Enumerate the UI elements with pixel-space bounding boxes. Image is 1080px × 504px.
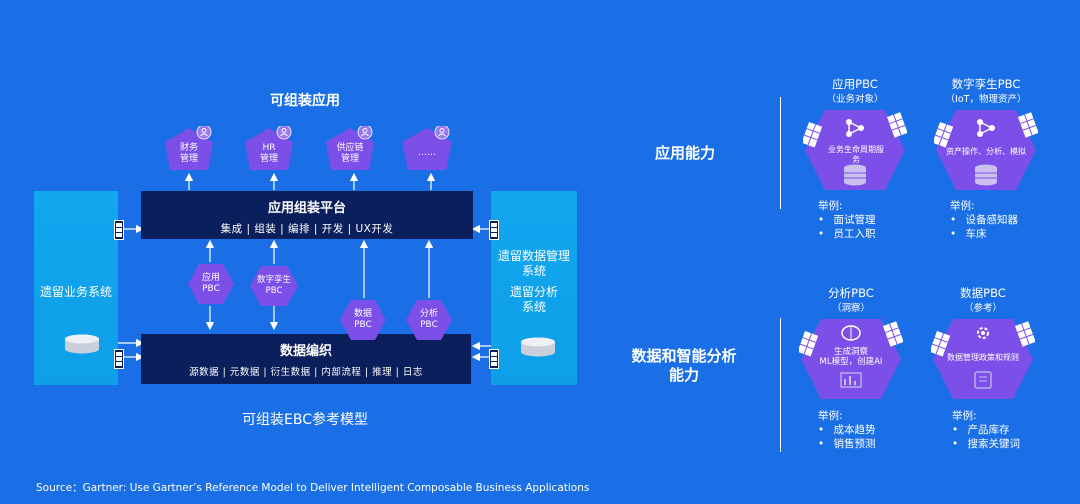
analytics-pbc-hex	[799, 319, 903, 399]
example-item: 产品库存	[952, 423, 1020, 437]
composable-apps-title: 可组装应用	[270, 93, 340, 109]
divider	[780, 318, 781, 452]
database-icon	[521, 337, 555, 357]
analytics-pbc-inner: 生成洞察 ML模型，创建AI	[819, 347, 883, 367]
data-pbc-subtitle: （参考）	[963, 303, 1002, 314]
app-assembly-platform: 应用组装平台 集成 | 组装 | 编排 | 开发 | UX开发	[141, 191, 473, 239]
example-item: 销售预测	[818, 437, 876, 451]
app-pbc-hex	[803, 110, 907, 190]
app-pbc-examples: 举例: 面试管理 员工入职	[818, 199, 876, 241]
data-capability-label: 数据和智能分析 能力	[631, 347, 737, 384]
twin-pbc-title: 数字孪生PBC	[951, 77, 1021, 91]
app-capability-label: 应用能力	[654, 144, 715, 162]
twin-pbc-hex	[934, 110, 1038, 190]
app-pbc-title: 应用PBC	[832, 77, 878, 91]
app-label-supply-chain: 供应链 管理	[336, 143, 364, 164]
example-item: 车床	[950, 227, 1018, 241]
platform-title: 应用组装平台	[267, 201, 346, 216]
hex-data-pbc: 数据 PBC	[339, 299, 387, 341]
platform-items: 集成 | 组装 | 编排 | 开发 | UX开发	[220, 223, 394, 235]
data-fabric-items: 源数据 | 元数据 | 衍生数据 | 内部流程 | 推理 | 日志	[189, 367, 423, 378]
app-label-more: ……	[418, 148, 436, 158]
example-item: 员工入职	[818, 227, 876, 241]
connector-icon	[489, 349, 499, 369]
app-pbc-inner: 业务生命周期服 务	[828, 145, 884, 164]
data-pbc-hex	[931, 319, 1035, 399]
app-pbc-subtitle: （业务对象）	[826, 94, 884, 105]
data-pbc-inner: 数据管理政策和规则	[947, 353, 1019, 362]
model-caption: 可组装EBC参考模型	[242, 412, 368, 428]
hex-twin-pbc: 数字孪生 PBC	[249, 265, 299, 307]
app-label-finance: 财务 管理	[179, 143, 198, 164]
connector-icon	[114, 349, 124, 369]
app-hex-finance: 财务 管理	[163, 124, 215, 172]
connector-icon	[489, 220, 499, 240]
twin-pbc-inner: 资产操作、分析、模拟	[946, 147, 1026, 156]
hex-analytics-pbc-label: 分析 PBC	[419, 309, 438, 330]
twin-pbc-examples: 举例: 设备感知器 车床	[950, 199, 1018, 241]
twin-pbc-subtitle: （IoT，物理资产）	[945, 94, 1027, 105]
connector-icon	[114, 220, 124, 240]
app-hex-more: ……	[400, 124, 454, 172]
example-item: 搜索关键词	[952, 437, 1021, 451]
hex-twin-pbc-label: 数字孪生 PBC	[256, 275, 291, 296]
analytics-pbc-subtitle: （洞察）	[831, 303, 870, 314]
app-hex-supply-chain: 供应链 管理	[324, 124, 376, 172]
source-citation: Source：Gartner: Use Gartner’s Reference …	[36, 482, 590, 494]
example-heading: 举例:	[952, 410, 977, 422]
divider	[780, 97, 781, 209]
example-item: 设备感知器	[950, 213, 1019, 227]
legacy-data-mgmt-label: 遗留数据管理 系统	[497, 249, 570, 278]
legacy-analytics-label: 遗留分析 系统	[509, 285, 558, 314]
data-fabric-bar: 数据编织 源数据 | 元数据 | 衍生数据 | 内部流程 | 推理 | 日志	[141, 334, 471, 384]
example-heading: 举例:	[818, 410, 843, 422]
legacy-business-box: 遗留业务系统	[34, 191, 118, 385]
analytics-pbc-title: 分析PBC	[828, 286, 874, 300]
data-pbc-title: 数据PBC	[960, 286, 1006, 300]
data-pbc-examples: 举例: 产品库存 搜索关键词	[952, 409, 1020, 451]
hex-app-pbc: 应用 PBC	[187, 263, 235, 305]
app-hex-hr: HR 管理	[243, 124, 295, 172]
app-label-hr: HR 管理	[259, 143, 278, 164]
example-item: 面试管理	[818, 213, 876, 227]
example-heading: 举例:	[818, 200, 843, 212]
data-fabric-title: 数据编织	[279, 344, 332, 359]
example-heading: 举例:	[950, 200, 975, 212]
example-item: 成本趋势	[818, 423, 876, 437]
hex-data-pbc-label: 数据 PBC	[353, 309, 372, 330]
legacy-business-label: 遗留业务系统	[39, 285, 112, 299]
hex-analytics-pbc: 分析 PBC	[405, 299, 453, 341]
database-icon	[65, 334, 99, 354]
hex-app-pbc-label: 应用 PBC	[201, 273, 220, 294]
analytics-pbc-examples: 举例: 成本趋势 销售预测	[818, 409, 876, 451]
